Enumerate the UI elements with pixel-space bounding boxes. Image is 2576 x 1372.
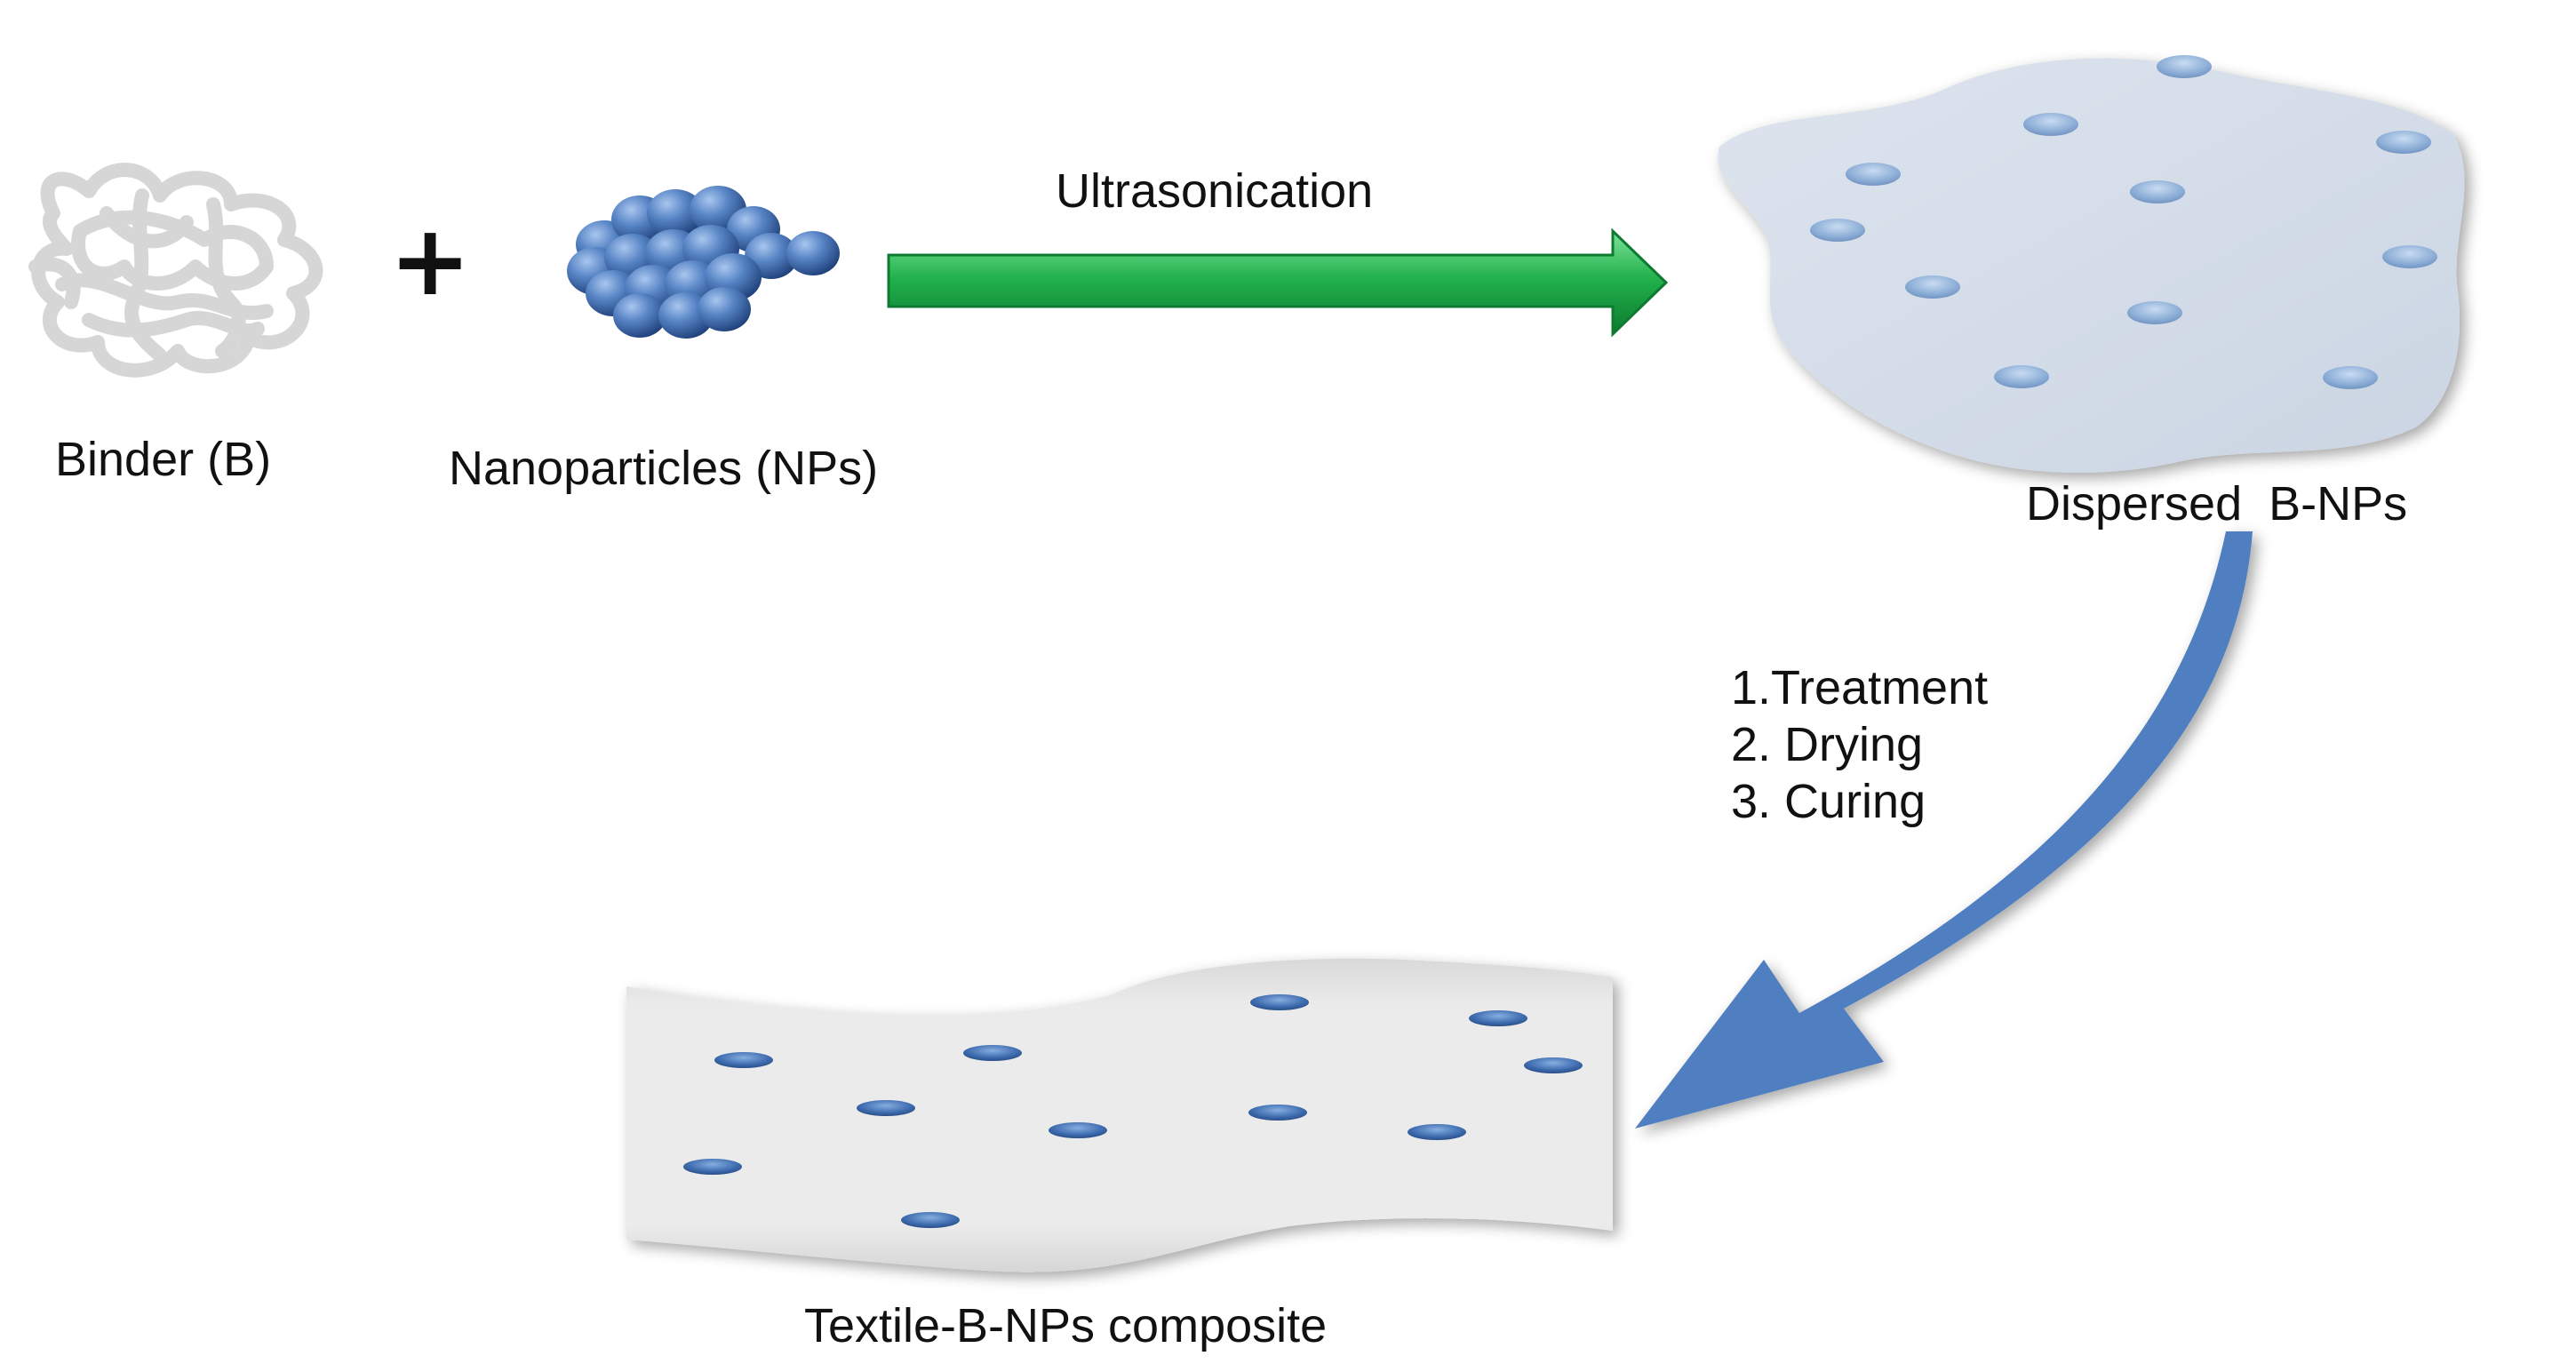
dispersed-particles	[1810, 55, 2437, 389]
plus-sign: +	[389, 203, 472, 317]
dispersed-label: Dispersed B-NPs	[2026, 477, 2408, 530]
treatment-steps: 1.Treatment 2. Drying 3. Curing	[1731, 659, 1988, 830]
curved-arrow-icon	[1635, 531, 2253, 1129]
composite-particles	[683, 994, 1583, 1228]
step-drying: 2. Drying	[1731, 718, 1924, 771]
binder-label: Binder (B)	[55, 433, 272, 486]
textile-sheet-icon	[626, 958, 1613, 1272]
nanoparticles-label: Nanoparticles (NPs)	[449, 442, 879, 495]
step-curing: 3. Curing	[1731, 775, 1926, 828]
ultrasonication-label: Ultrasonication	[1056, 164, 1374, 218]
right-arrow-icon	[887, 227, 1669, 338]
tangled-binder-icon	[28, 163, 323, 378]
step-treatment: 1.Treatment	[1731, 661, 1989, 714]
dispersion-blob-icon	[1718, 58, 2465, 474]
nanoparticle-cluster-icon	[567, 186, 840, 339]
composite-label: Textile-B-NPs composite	[804, 1299, 1328, 1352]
